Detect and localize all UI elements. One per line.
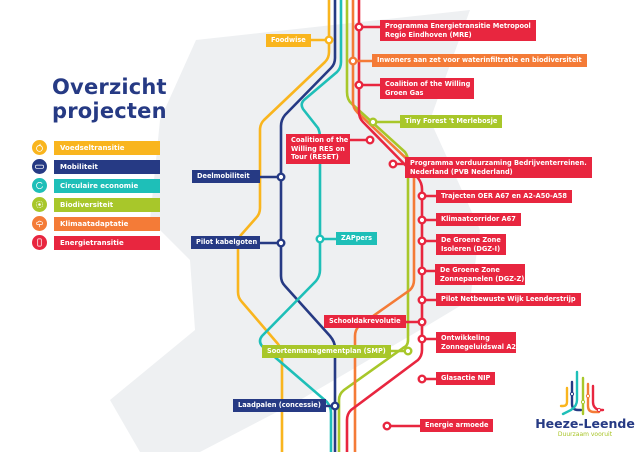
line-circulaire-economie (258, 0, 343, 452)
station-laadpalen[interactable]: Laadpalen (concessie) (233, 399, 326, 412)
logo-tagline: Duurzaam vooruit (557, 431, 613, 438)
legend-label: Voedseltransitie (54, 141, 160, 155)
line-voedseltransitie (236, 0, 331, 452)
legend-item-circulaire-economie[interactable]: Circulaire economie (32, 178, 162, 193)
station-tiny-forest[interactable]: Tiny Forest 't Merlebosje (400, 115, 503, 128)
station-netbewuste-wijk[interactable]: Pilot Netbewuste Wijk Leenderstrijp (436, 293, 581, 306)
station-foodwise[interactable]: Foodwise (266, 34, 311, 47)
legend-label: Biodiversiteit (54, 198, 160, 212)
station-pilot-kabelgoten[interactable]: Pilot kabelgoten (191, 236, 260, 249)
station-soortenmanagementplan[interactable]: Soortenmanagementplan (SMP) (262, 345, 391, 358)
line-klimaatadaptatie (351, 0, 416, 452)
station-glasactie[interactable]: Glasactie NIP (436, 372, 496, 385)
legend-item-voedseltransitie[interactable]: Voedseltransitie (32, 140, 162, 155)
apple-icon (32, 140, 47, 155)
line-mobiliteit (279, 0, 337, 452)
station-mre[interactable]: Programma Energietransitie Metropool Reg… (380, 20, 536, 41)
title-line-2: projecten (52, 99, 167, 123)
legend-item-mobiliteit[interactable]: Mobiliteit (32, 159, 162, 174)
station-dgz-zonnepanelen[interactable]: De Groene Zone Zonnepanelen (DGZ-Z) (435, 264, 525, 285)
legend-label: Mobiliteit (54, 160, 160, 174)
station-coalition-groen-gas[interactable]: Coalition of the Willing Groen Gas (380, 78, 474, 99)
region-shape (110, 10, 480, 452)
logo-name: Heeze-Leende (535, 416, 635, 431)
legend-item-klimaatadaptatie[interactable]: Klimaatadaptatie (32, 216, 162, 231)
station-zappers[interactable]: ZAPpers (336, 232, 378, 245)
station-schooldakrevolutie[interactable]: Schooldakrevolutie (324, 315, 406, 328)
phone-battery-icon (32, 235, 47, 250)
station-zonnegeluidswal[interactable]: Ontwikkeling Zonnegeluidswal A2 (436, 332, 516, 353)
legend-item-energietransitie[interactable]: Energietransitie (32, 235, 162, 250)
legend-label: Circulaire economie (54, 179, 160, 193)
page-title: Overzicht projecten (52, 75, 167, 123)
station-dgz-isoleren[interactable]: De Groene Zone Isoleren (DGZ-I) (436, 234, 506, 255)
station-trajecten-oer[interactable]: Trajecten OER A67 en A2-A50-A58 (436, 190, 572, 203)
station-klimaatcorridor[interactable]: Klimaatcorridor A67 (436, 213, 521, 226)
heeze-leende-logo: Heeze-Leende Duurzaam vooruit (535, 370, 635, 440)
station-energie-armoede[interactable]: Energie armoede (420, 419, 494, 432)
logo-lines-icon (559, 370, 605, 416)
legend-item-biodiversiteit[interactable]: Biodiversiteit (32, 197, 162, 212)
legend: Voedseltransitie Mobiliteit Circulaire e… (32, 140, 162, 254)
cloud-rain-icon (32, 216, 47, 231)
legend-label: Klimaatadaptatie (54, 217, 160, 231)
legend-label: Energietransitie (54, 236, 160, 250)
car-icon (32, 159, 47, 174)
station-inwoners[interactable]: Inwoners aan zet voor waterinfiltratie e… (372, 54, 587, 67)
title-line-1: Overzicht (52, 75, 167, 99)
station-pvb-nederland[interactable]: Programma verduurzaming Bedrijventerrein… (405, 157, 592, 178)
station-deelmobiliteit[interactable]: Deelmobiliteit (192, 170, 260, 183)
flower-icon (32, 197, 47, 212)
recycle-icon (32, 178, 47, 193)
station-reset[interactable]: Coalition of the Willing RES on Tour (RE… (286, 134, 350, 164)
line-biodiversiteit (337, 0, 410, 452)
